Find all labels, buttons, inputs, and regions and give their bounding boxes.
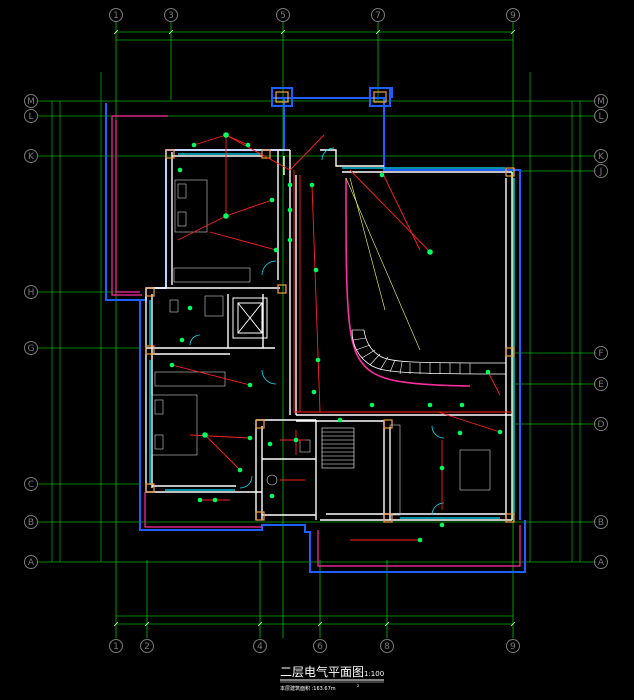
- windows: [149, 153, 515, 519]
- axis-bubble-left-1: [24, 109, 38, 123]
- axis-bubble-right-5: [594, 377, 608, 391]
- furniture: [151, 179, 491, 516]
- axis-label-bottom-1: 2: [144, 642, 150, 652]
- interior-walls: [145, 149, 513, 521]
- axis-label-left-3: H: [28, 288, 35, 298]
- axis-label-top-4: 9: [510, 11, 516, 21]
- balcony-outline: [111, 115, 521, 567]
- axis-bubble-top-0: [109, 8, 123, 22]
- axis-bubble-top-3: [371, 8, 385, 22]
- axis-bubble-right-4: [594, 346, 608, 360]
- columns: [145, 91, 515, 523]
- spiral-stair: [345, 177, 507, 387]
- axis-label-right-6: D: [598, 420, 605, 430]
- axis-bubble-top-1: [164, 8, 178, 22]
- axis-bubble-right-7: [594, 515, 608, 529]
- electrical-wiring: [171, 134, 512, 541]
- axis-bubble-left-7: [24, 555, 38, 569]
- lower-stair: [321, 427, 355, 469]
- axis-bubble-left-0: [24, 94, 38, 108]
- door-swings: [189, 147, 445, 516]
- axis-label-left-7: A: [28, 558, 35, 568]
- axis-label-top-0: 1: [113, 11, 119, 21]
- area-note-sup: 2: [357, 684, 359, 688]
- axis-bubble-right-8: [594, 555, 608, 569]
- top-axis-bubbles: 1 3 5 7 9: [109, 8, 520, 22]
- drawing-scale: 1:100: [364, 670, 384, 678]
- bottom-axis-bubbles: 1 2 4 6 8 9: [109, 639, 520, 653]
- axis-label-right-8: A: [598, 558, 605, 568]
- axis-bubble-bottom-5: [506, 639, 520, 653]
- axis-bubble-top-2: [276, 8, 290, 22]
- axis-bubble-bottom-2: [253, 639, 267, 653]
- axis-bubble-bottom-4: [380, 639, 394, 653]
- yellow-fixture-lines: [345, 177, 421, 351]
- axis-label-top-1: 3: [168, 11, 174, 21]
- axis-bubble-bottom-0: [109, 639, 123, 653]
- axis-label-right-2: K: [598, 152, 605, 162]
- left-axis-bubbles: ML K H G C B A: [24, 94, 38, 569]
- axis-bubble-left-5: [24, 477, 38, 491]
- axis-label-right-0: M: [597, 97, 605, 107]
- axis-bubble-right-1: [594, 109, 608, 123]
- dimension-lines: [51, 31, 581, 625]
- right-axis-bubbles: ML KJ F E D B A: [594, 94, 608, 569]
- axis-label-right-7: B: [598, 518, 604, 528]
- axis-bubble-bottom-1: [140, 639, 154, 653]
- axis-label-right-4: F: [598, 349, 603, 359]
- axis-label-left-2: K: [28, 152, 35, 162]
- elevator-shaft: [232, 297, 268, 339]
- axis-bubble-right-0: [594, 94, 608, 108]
- axis-label-left-6: B: [28, 518, 34, 528]
- axis-label-bottom-4: 8: [384, 642, 390, 652]
- axis-bubble-right-2: [594, 149, 608, 163]
- axis-bubble-bottom-3: [313, 639, 327, 653]
- axis-label-right-5: E: [598, 380, 604, 390]
- axis-bubble-left-3: [24, 285, 38, 299]
- dimension-ticks: [113, 29, 516, 627]
- axis-label-top-2: 5: [280, 11, 286, 21]
- axis-bubble-left-4: [24, 341, 38, 355]
- axis-bubble-right-6: [594, 417, 608, 431]
- axis-label-left-1: L: [28, 112, 33, 122]
- light-fixtures: [169, 132, 503, 543]
- drawing-title: 二层电气平面图: [280, 664, 364, 679]
- axis-label-bottom-2: 4: [257, 642, 263, 652]
- axis-label-top-3: 7: [375, 11, 381, 21]
- axis-label-bottom-3: 6: [317, 642, 323, 652]
- axis-bubble-right-3: [594, 164, 608, 178]
- axis-label-left-5: C: [28, 480, 34, 490]
- axis-label-right-3: J: [599, 167, 603, 177]
- axis-label-left-0: M: [27, 97, 35, 107]
- axis-label-right-1: L: [598, 112, 603, 122]
- axis-bubble-left-2: [24, 149, 38, 163]
- axis-label-bottom-0: 1: [113, 642, 119, 652]
- axis-bubble-left-6: [24, 515, 38, 529]
- axis-bubble-top-4: [506, 8, 520, 22]
- area-note: 本层建筑面积 :163.67m: [280, 685, 336, 692]
- axis-label-left-4: G: [28, 344, 35, 354]
- axis-label-bottom-5: 9: [510, 642, 516, 652]
